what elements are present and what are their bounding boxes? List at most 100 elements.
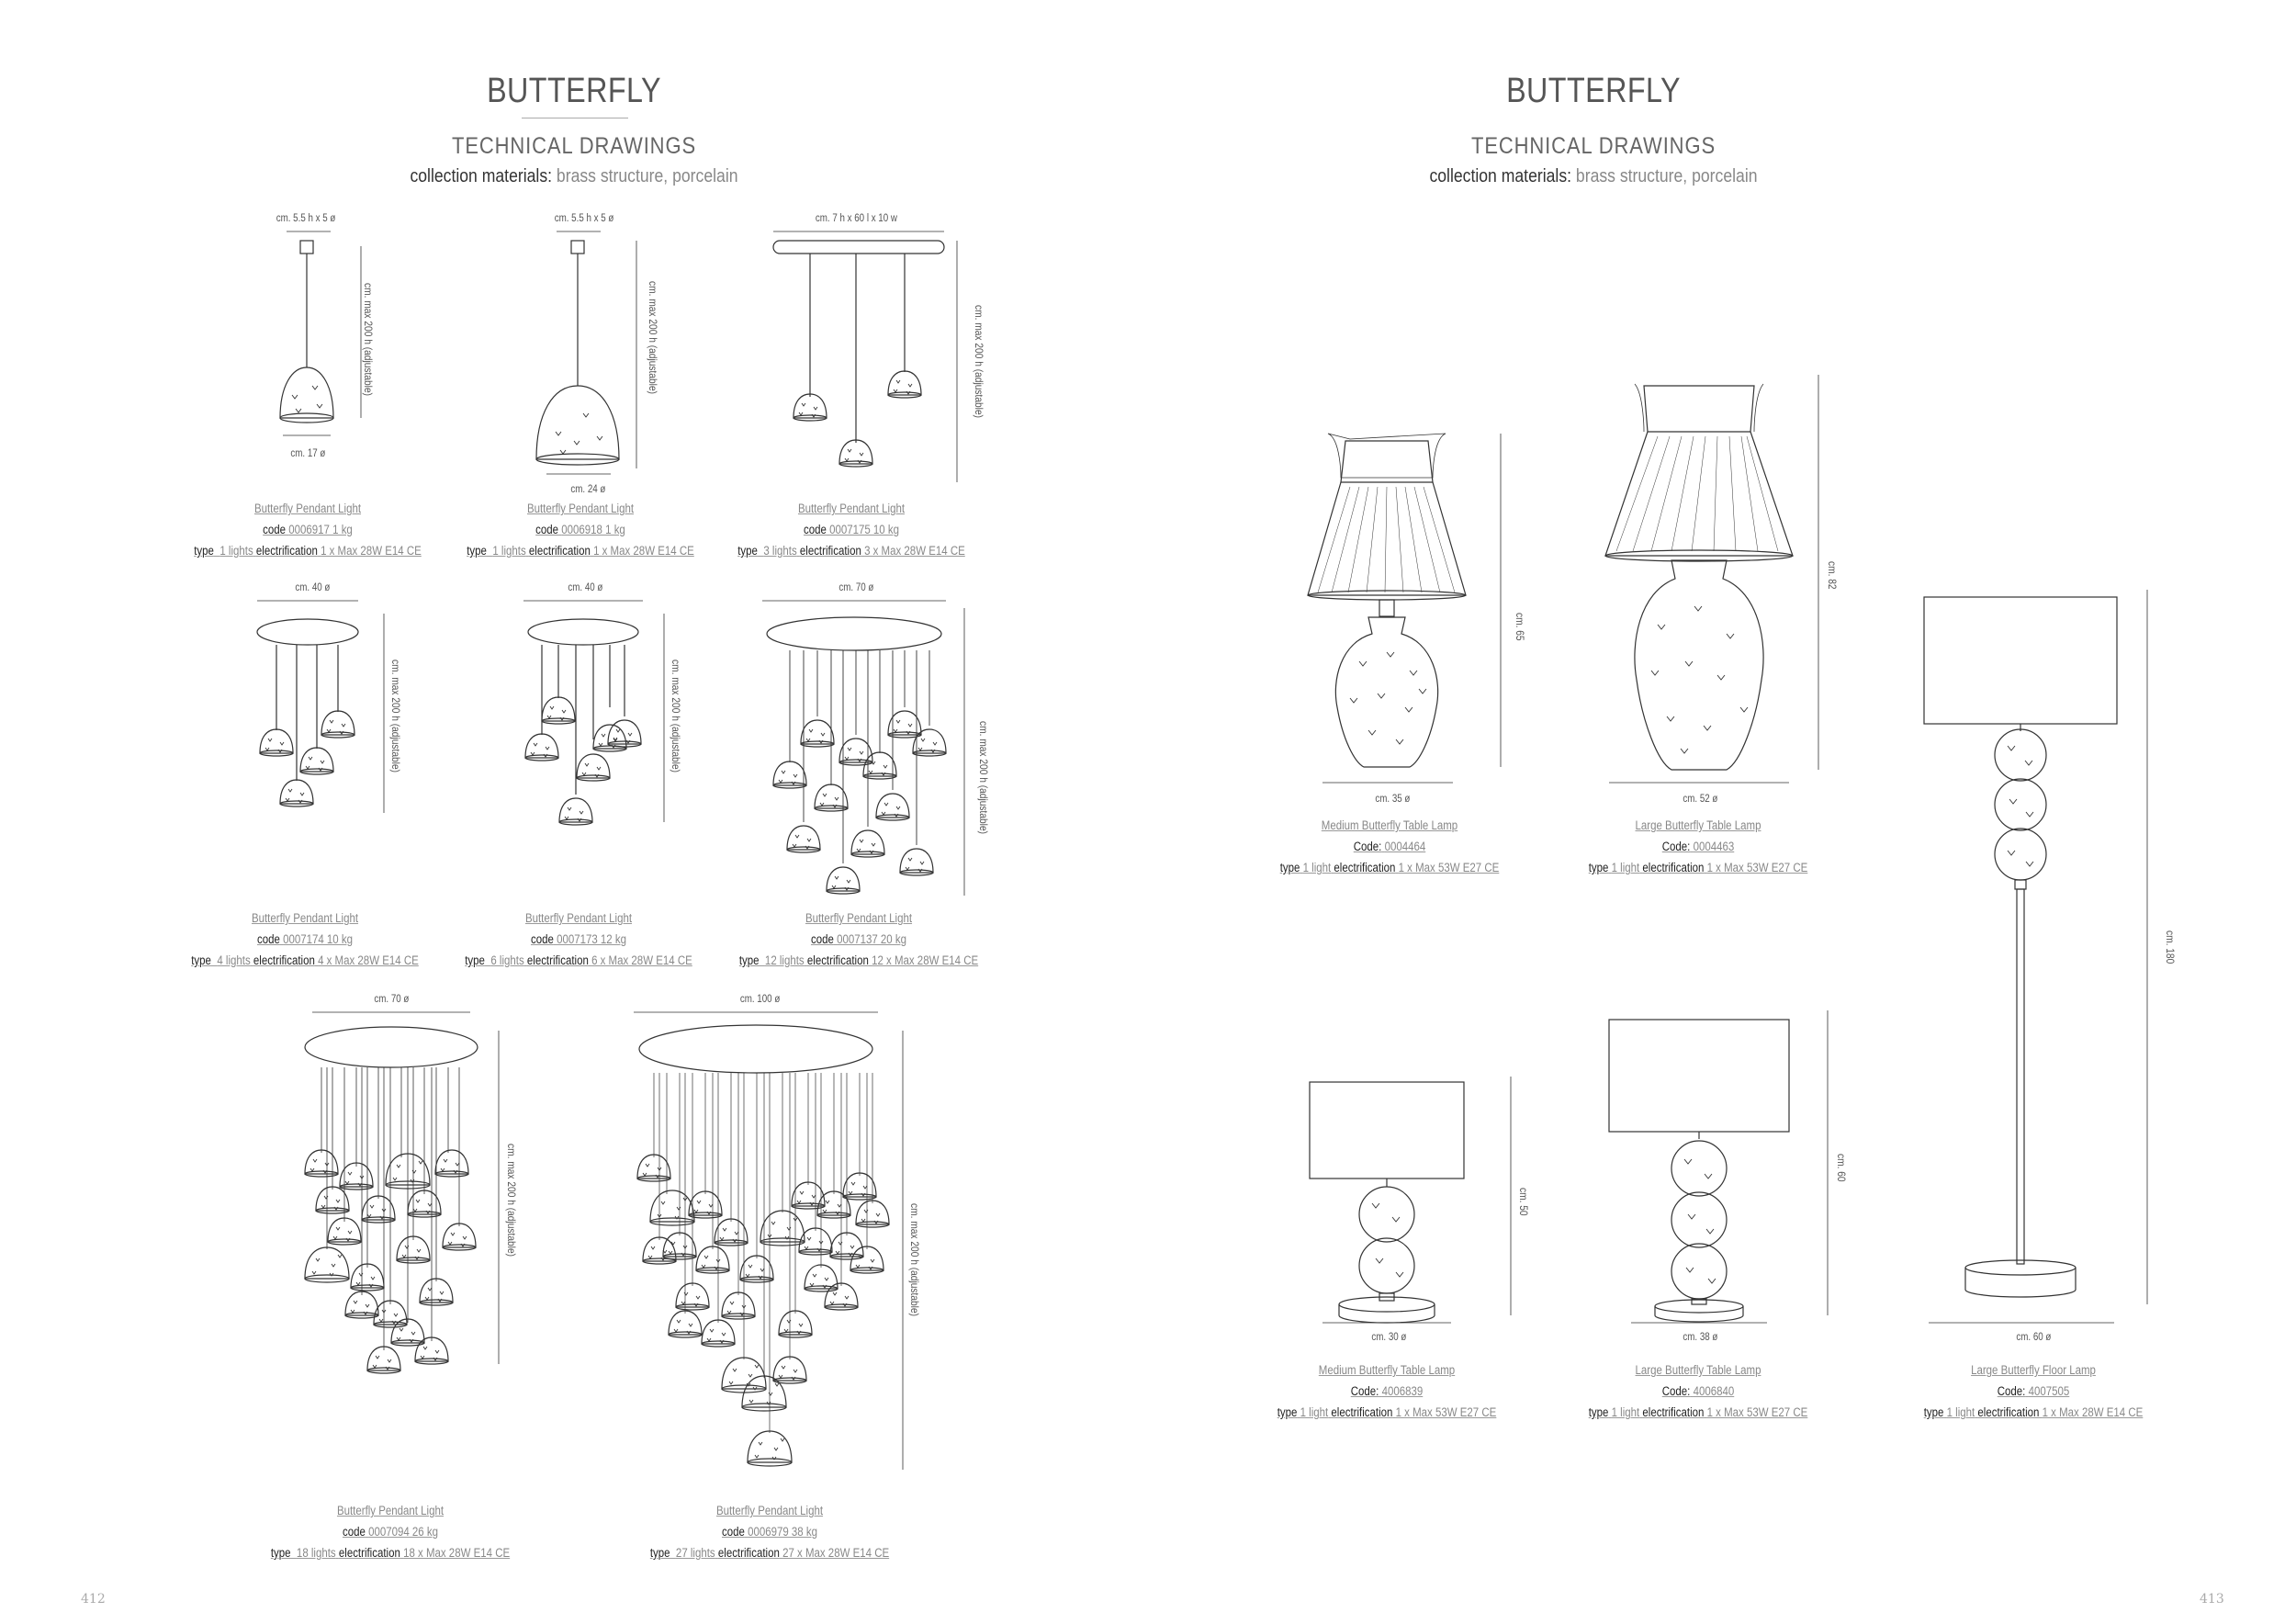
type-label: type: [465, 953, 485, 967]
product-code: 0007174 10 kg: [283, 932, 354, 946]
elec-label: electrification: [528, 544, 591, 558]
dim-top: cm. 5.5 h x 5 ø: [276, 213, 336, 224]
product-type: 1 lights: [492, 544, 526, 558]
product-code: 0007094 26 kg: [368, 1525, 439, 1539]
dim-bottom: cm. 30 ø: [1371, 1332, 1407, 1343]
drawing-table-lamp-4006840: [1608, 1010, 1829, 1324]
product-caption: Medium Butterfly Table Lamp Code: 400683…: [1255, 1359, 1520, 1423]
product-electrification: 27 x Max 28W E14 CE: [782, 1546, 890, 1560]
product-type: 3 lights: [763, 544, 797, 558]
elec-label: electrification: [1331, 1405, 1393, 1419]
dim-bottom: cm. 52 ø: [1683, 794, 1718, 805]
code-label: code: [810, 932, 834, 946]
product-code: 0007137 20 kg: [837, 932, 907, 946]
elec-label: electrification: [1642, 1405, 1705, 1419]
elec-label: electrification: [1642, 861, 1705, 874]
product-code: 0007173 12 kg: [557, 932, 627, 946]
product-type: 18 lights: [296, 1546, 336, 1560]
product-type: 1 light: [1300, 1405, 1329, 1419]
drawing-pendant-0007094: [304, 1011, 500, 1374]
product-type: 12 lights: [764, 953, 805, 967]
product-electrification: 1 x Max 28W E14 CE: [593, 544, 694, 558]
product-caption: Large Butterfly Table Lamp Code: 0004463…: [1566, 815, 1831, 878]
elec-label: electrification: [806, 953, 869, 967]
drawing-pendant-0007175: [772, 231, 958, 482]
product-name: Butterfly Pendant Light: [797, 502, 906, 515]
type-label: type: [270, 1546, 291, 1560]
elec-label: electrification: [526, 953, 589, 967]
product-name: Medium Butterfly Table Lamp: [1318, 1363, 1456, 1377]
page-number: 412: [81, 1592, 106, 1607]
right-page: BUTTERFLY TECHNICAL DRAWINGS collection …: [1148, 0, 2296, 1624]
page-number: 413: [2200, 1592, 2224, 1607]
drawing-pendant-0007174: [256, 600, 385, 813]
product-name: Large Butterfly Table Lamp: [1635, 818, 1761, 832]
materials-line: collection materials: brass structure, p…: [69, 166, 1079, 187]
dim-bottom: cm. 60 ø: [2016, 1332, 2052, 1343]
product-electrification: 18 x Max 28W E14 CE: [403, 1546, 511, 1560]
dim-top: cm. 5.5 h x 5 ø: [554, 213, 614, 224]
product-name: Medium Butterfly Table Lamp: [1321, 818, 1458, 832]
product-code: 0006917 1 kg: [288, 523, 353, 536]
product-caption: Large Butterfly Table Lamp Code: 4006840…: [1566, 1359, 1831, 1423]
product-caption: Butterfly Pendant Light code 0007174 10 …: [173, 908, 438, 971]
elec-label: electrification: [717, 1546, 780, 1560]
page-title: BUTTERFLY: [487, 72, 661, 110]
page-subtitle: TECHNICAL DRAWINGS: [451, 133, 697, 159]
product-name: Large Butterfly Table Lamp: [1635, 1363, 1761, 1377]
product-electrification: 1 x Max 28W E14 CE: [2042, 1405, 2144, 1419]
code-label: Code:: [1661, 1384, 1691, 1398]
product-electrification: 1 x Max 53W E27 CE: [1398, 861, 1500, 874]
product-type: 1 light: [1302, 861, 1332, 874]
product-caption: Butterfly Pendant Light code 0007173 12 …: [446, 908, 712, 971]
product-type: 27 lights: [675, 1546, 715, 1560]
type-label: type: [1923, 1405, 1944, 1419]
product-code: 0004463: [1693, 840, 1735, 853]
dim-top: cm. 100 ø: [739, 994, 781, 1005]
product-name: Butterfly Pendant Light: [805, 911, 913, 925]
type-label: type: [1279, 861, 1300, 874]
product-name: Butterfly Pendant Light: [251, 911, 359, 925]
code-label: code: [803, 523, 827, 536]
product-caption: Large Butterfly Floor Lamp Code: 4007505…: [1901, 1359, 2167, 1423]
type-label: type: [1588, 1405, 1609, 1419]
type-label: type: [191, 953, 211, 967]
product-type: 1 light: [1946, 1405, 1975, 1419]
drawing-floor-lamp-4007505: [1923, 590, 2148, 1324]
code-label: code: [263, 523, 287, 536]
code-label: Code:: [1997, 1384, 2026, 1398]
product-type: 4 lights: [217, 953, 251, 967]
dim-bottom: cm. 24 ø: [570, 484, 606, 495]
code-label: code: [535, 523, 559, 536]
materials-label: collection materials:: [1429, 166, 1572, 186]
elec-label: electrification: [253, 953, 315, 967]
drawing-pendant-0007137: [762, 600, 965, 896]
dim-bottom: cm. 35 ø: [1375, 794, 1411, 805]
product-electrification: 4 x Max 28W E14 CE: [318, 953, 419, 967]
drawing-pendant-0006918: [535, 231, 637, 475]
code-label: code: [721, 1525, 745, 1539]
dim-bottom: cm. 17 ø: [290, 448, 326, 459]
dim-top: cm. 70 ø: [374, 994, 410, 1005]
drawing-table-lamp-4006839: [1309, 1077, 1512, 1324]
product-code: 4006839: [1381, 1384, 1424, 1398]
product-caption: Butterfly Pendant Light code 0007175 10 …: [719, 498, 985, 561]
dim-bottom: cm. 38 ø: [1683, 1332, 1718, 1343]
page-subtitle: TECHNICAL DRAWINGS: [1470, 133, 1716, 159]
dim-top: cm. 7 h x 60 l x 10 w: [815, 213, 897, 224]
type-label: type: [467, 544, 487, 558]
code-label: code: [256, 932, 280, 946]
product-code: 4007505: [2028, 1384, 2070, 1398]
product-electrification: 1 x Max 53W E27 CE: [1706, 861, 1808, 874]
drawing-table-lamp-0004463: [1604, 375, 1819, 784]
product-electrification: 1 x Max 28W E14 CE: [321, 544, 422, 558]
page-title: BUTTERFLY: [1506, 72, 1681, 110]
materials-value: brass structure, porcelain: [1575, 166, 1758, 186]
materials-value: brass structure, porcelain: [556, 166, 738, 186]
product-caption: Butterfly Pendant Light code 0007137 20 …: [726, 908, 992, 971]
elec-label: electrification: [338, 1546, 400, 1560]
type-label: type: [649, 1546, 670, 1560]
product-caption: Butterfly Pendant Light code 0006918 1 k…: [448, 498, 714, 561]
